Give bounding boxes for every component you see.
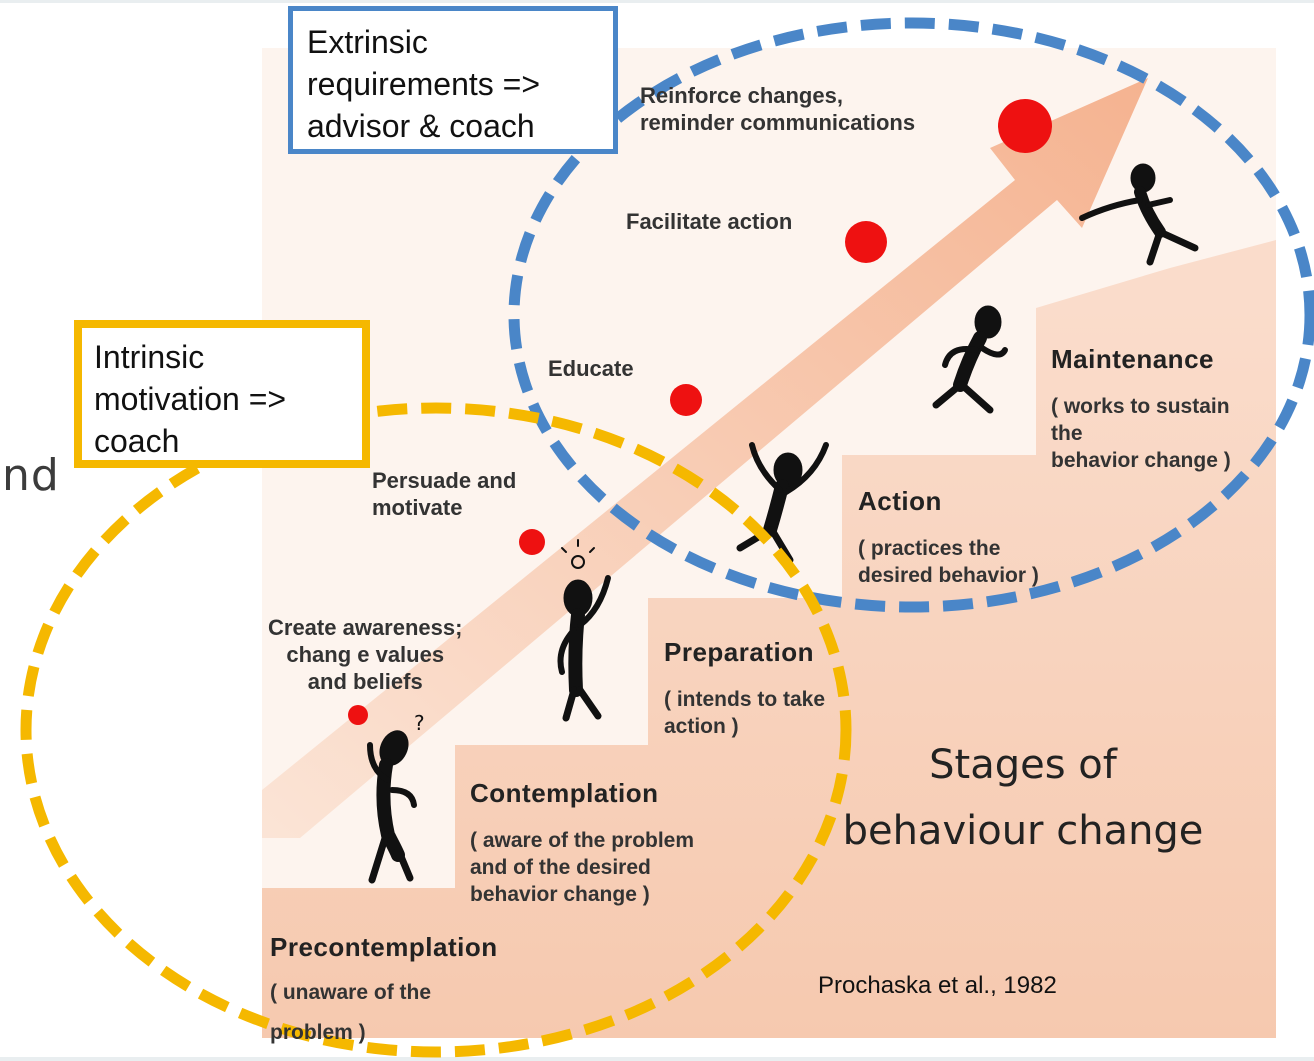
cut-off-slide-text: nd [2, 450, 60, 501]
extrinsic-ellipse [508, 17, 1314, 613]
stage-desc: ( intends to take action ) [664, 688, 826, 738]
stage-contemplation: Contemplation ( aware of the problem and… [470, 760, 694, 926]
dot-facilitate [845, 221, 887, 263]
top-border [0, 0, 1314, 3]
stage-name: Preparation [664, 637, 814, 667]
bottom-border [0, 1057, 1314, 1061]
stage-desc: ( works to sustain the behavior change ) [1051, 395, 1231, 472]
dot-persuade [519, 529, 545, 555]
intrinsic-ellipse [20, 402, 852, 1058]
dot-educate [670, 384, 702, 416]
stage-desc: ( aware of the problem and of the desire… [470, 829, 695, 906]
stage-maintenance: Maintenance ( works to sustain the behav… [1051, 326, 1231, 492]
extrinsic-requirements-box: Extrinsic requirements => advisor & coac… [288, 6, 618, 154]
figure-action [932, 305, 1008, 414]
dot-reinforce [998, 99, 1052, 153]
label-facilitate: Facilitate action [626, 209, 793, 234]
figure-maintenance [1079, 163, 1199, 266]
figure-contemplation [557, 539, 611, 722]
label-awareness: Create awareness; chang e values and bel… [268, 615, 463, 694]
citation: Prochaska et al., 1982 [818, 972, 1057, 999]
stage-preparation: Preparation ( intends to take action ) [664, 619, 825, 758]
stage-name: Action [858, 486, 942, 516]
figure-precontemplation: ? [367, 711, 425, 884]
stage-action: Action ( practices the desired behavior … [858, 468, 1039, 607]
label-educate: Educate [548, 356, 634, 381]
label-reinforce: Reinforce changes, reminder communicatio… [640, 83, 916, 135]
diagram-title: Stages of behaviour change [842, 742, 1204, 854]
intrinsic-motivation-box: Intrinsic motivation => coach [74, 320, 370, 468]
stage-desc: ( practices the desired behavior ) [858, 537, 1039, 587]
stage-name: Contemplation [470, 778, 659, 808]
svg-text:?: ? [414, 711, 425, 735]
staircase [262, 308, 1276, 1038]
top-landing [1036, 240, 1276, 308]
progress-arrow [262, 78, 1148, 838]
stage-desc: ( unaware of the problem ) [270, 981, 432, 1044]
dot-awareness [348, 705, 368, 725]
stage-precontemplation: Precontemplation ( unaware of the proble… [270, 914, 498, 1061]
stage-name: Maintenance [1051, 344, 1214, 374]
label-persuade: Persuade and motivate [372, 468, 517, 520]
stage-name: Precontemplation [270, 932, 498, 962]
figure-preparation [736, 442, 829, 564]
